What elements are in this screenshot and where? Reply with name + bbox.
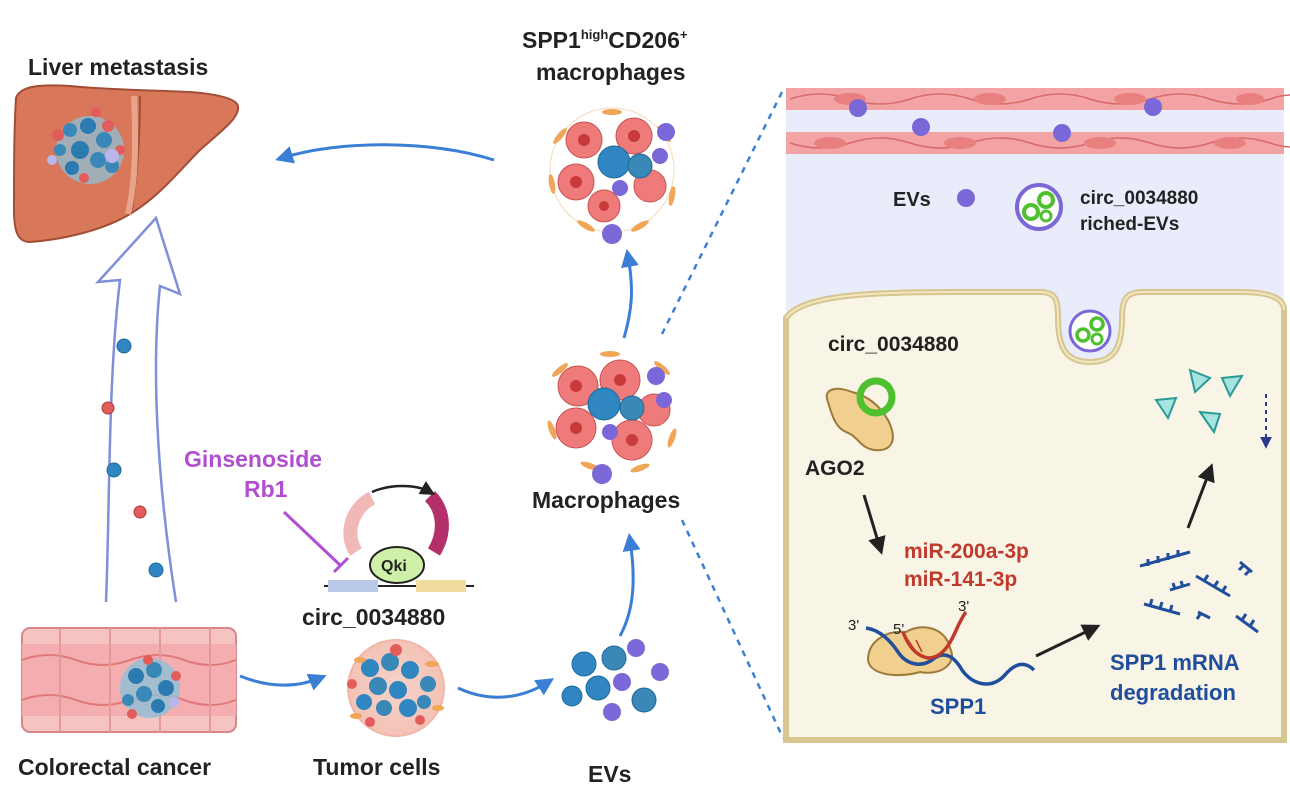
arrow-tumor-to-evs [457,678,555,699]
three-prime-b: 3' [958,598,969,615]
circ-label: circ_0034880 [302,604,445,630]
panel-evs-label: EVs [893,189,931,211]
five-prime: 5' [893,621,904,638]
zoom-line-top [660,89,785,335]
circ-riched-ev-icon [1015,183,1063,231]
degradation-label-2: degradation [1110,680,1236,705]
ago2-label: AGO2 [805,457,865,480]
degradation-label-1: SPP1 mRNA [1110,650,1240,675]
ginsenoside-label: Ginsenoside [184,446,322,472]
tumor-cluster-icon [347,639,445,737]
cell-membrane-inner [785,291,1285,364]
liver-icon [12,84,240,244]
spp1-sup-plus: + [680,27,688,42]
mir200-label: miR-200a-3p [904,540,1029,563]
macrophages-label: Macrophages [532,487,680,513]
spp1-sup-high: high [581,27,608,42]
arrow-to-spp1-macrophages [621,248,639,339]
arrow-macrophages-to-liver [275,143,495,164]
inhibition-bar [332,556,350,574]
protein-fragments-icon [1154,368,1244,435]
rb1-label: Rb1 [244,476,288,502]
circ-riched-label-1: circ_0034880 [1080,188,1198,209]
macrophage-cluster-icon [547,351,677,484]
spp1-label: SPP1 [930,694,986,719]
panel-circ-label: circ_0034880 [828,333,959,356]
spp1-title-line2: macrophages [536,59,686,85]
endothelium-bottom [786,132,1290,154]
circ-rna-plasmid-icon [324,481,474,592]
arrow-evs-to-macrophages [618,532,641,637]
qki-label: Qki [381,558,407,575]
mir141-label: miR-141-3p [904,568,1017,591]
spp1-macrophage-cluster-icon [548,107,676,244]
colon-icon [21,627,237,733]
spp1-title-line1: SPP1highCD206+ [522,27,688,53]
circ-rna-icon [856,377,896,417]
arrow-to-degradation [1035,624,1101,658]
ago2-protein-icon [825,387,894,452]
spp1-cd206-text: CD206 [608,27,680,53]
tumor-cells-label: Tumor cells [313,754,440,780]
vessel-evs [849,98,1162,142]
internalized-ev-icon [1068,309,1112,353]
evs-bottom-label: EVs [588,761,631,787]
metastasis-arrow [94,215,182,603]
three-prime-a: 3' [848,617,859,634]
liver-tumor-icon [47,107,125,184]
circulating-cells-icon [101,338,164,578]
colorectal-cancer-label: Colorectal cancer [18,754,211,780]
mrna-fragment-icon [1139,550,1259,634]
inhibition-line [282,510,342,567]
mechanism-panel: EVs circ_0034880 riched-EVs circ_0034880… [783,88,1290,743]
liver-metastasis-label: Liver metastasis [28,54,208,80]
arrow-to-fragments [1186,463,1215,529]
spp1-high-text: SPP1 [522,27,581,53]
arrow-colon-to-tumor [239,673,327,691]
ev-vesicle-icon [561,639,669,721]
zoom-line-bottom [680,519,785,739]
arrow-ago2-to-mirna [862,494,886,555]
circ-riched-label-2: riched-EVs [1080,214,1179,235]
ev-icon [957,189,975,207]
mirna-binding-complex [865,610,1036,686]
